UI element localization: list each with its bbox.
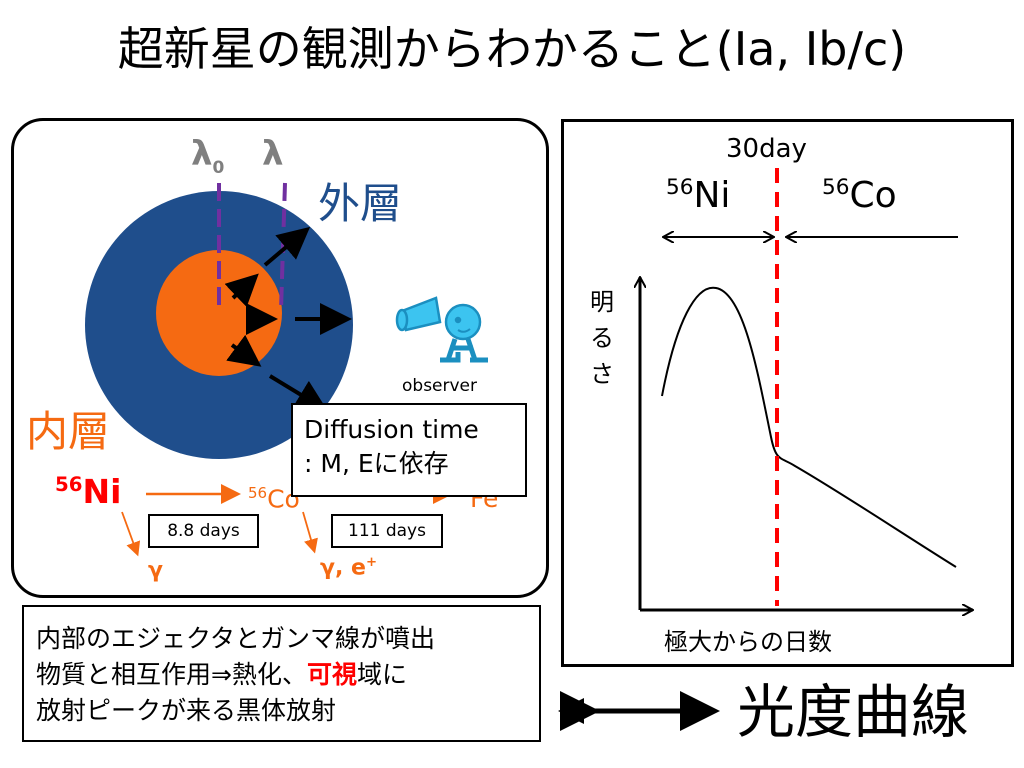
explanation-line1: 内部のエジェクタとガンマ線が噴出 (36, 624, 436, 653)
lambda0-label: λ0 (191, 134, 225, 178)
explanation-line3: 放射ピークが来る黒体放射 (36, 696, 337, 725)
observer-telescope-icon (395, 296, 488, 363)
30day-label: 30day (726, 134, 807, 164)
outer-layer-label: 外層 (318, 179, 403, 228)
light-curve-heading: 光度曲線 (737, 678, 970, 746)
co56-phase-label: 56Co (822, 175, 897, 216)
gamma-positron-label: γ, e+ (320, 555, 377, 581)
double-arrow-left-head (558, 698, 584, 724)
ni56-label: 56Ni (55, 472, 122, 511)
explanation-line2: 物質と相互作用⇒熱化、可視域に (36, 660, 407, 689)
ejecta-diagram-panel (11, 118, 549, 598)
x-axis-label: 極大からの日数 (664, 628, 832, 656)
observer-label: observer (402, 376, 478, 396)
light-curve-panel (561, 119, 1014, 667)
co-halflife-box: 111 days (331, 514, 443, 548)
gamma-label: γ (148, 558, 163, 583)
ni-halflife-box: 8.8 days (148, 514, 259, 548)
y-axis-label: 明るさ (590, 288, 614, 388)
page-title: 超新星の観測からわかること(Ia, Ib/c) (117, 22, 907, 76)
inner-layer-label: 内層 (26, 407, 111, 456)
gamma-arrow (121, 511, 141, 557)
photon-arrow (224, 273, 259, 308)
lambda-label: λ (262, 134, 284, 174)
diffusion-line1: Diffusion time (304, 415, 479, 444)
diffusion-line2: : M, Eに依存 (304, 449, 449, 478)
diffusion-time-box: Diffusion time : M, Eに依存 (291, 403, 527, 497)
ni56-phase-label: 56Ni (666, 175, 731, 216)
photon-arrow (263, 226, 311, 267)
light-curve-line (661, 286, 957, 568)
photon-arrow (268, 374, 328, 412)
photon-arrow (226, 334, 262, 367)
explanation-box: 内部のエジェクタとガンマ線が噴出 物質と相互作用⇒熱化、可視域に 放射ピークが来… (22, 605, 541, 742)
gamma-e-arrow (302, 511, 318, 554)
